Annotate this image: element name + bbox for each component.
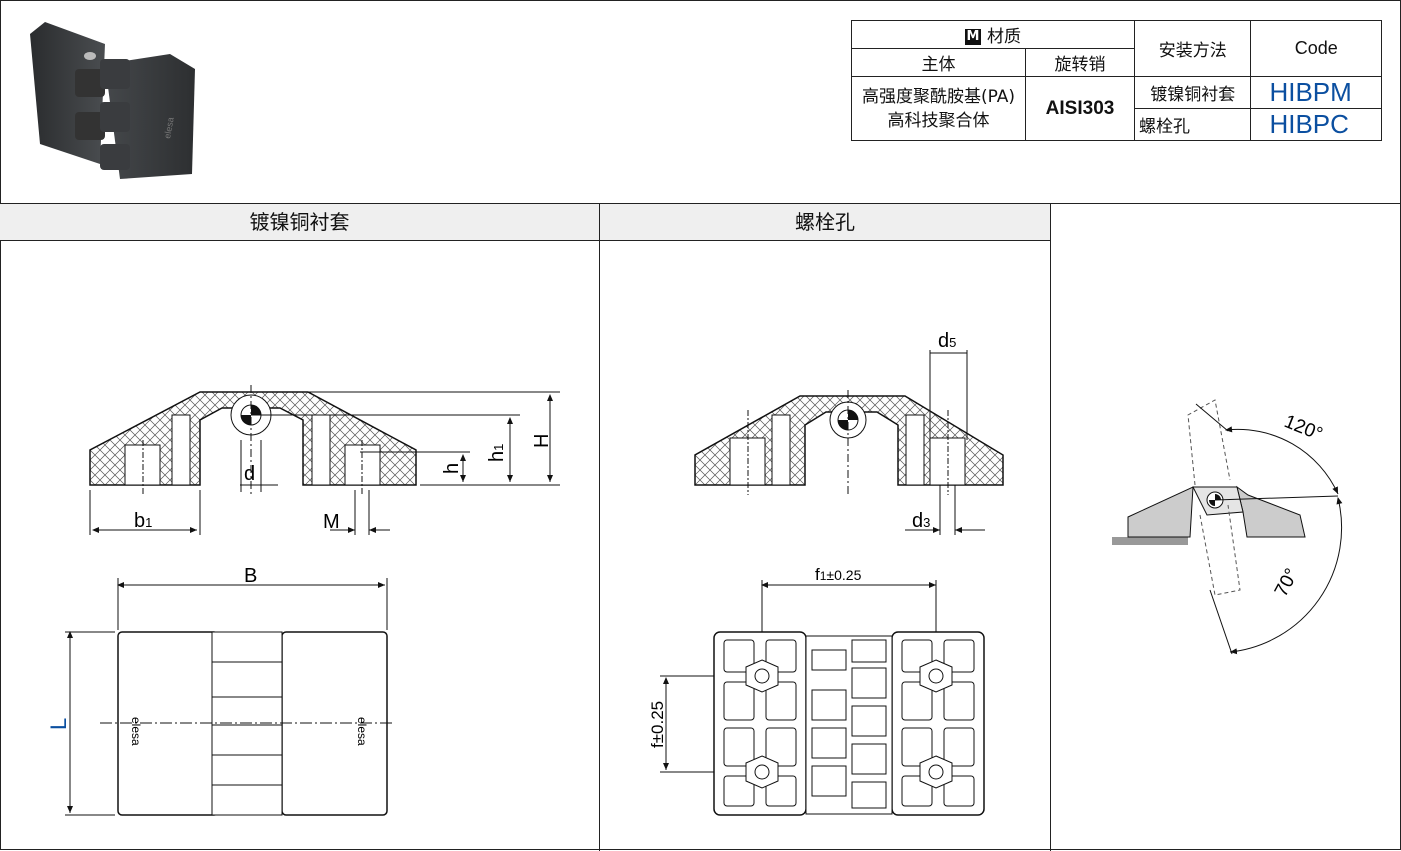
- dim-H: H: [531, 434, 553, 448]
- svg-text:elesa: elesa: [162, 116, 176, 139]
- dim-d3: d3: [912, 510, 930, 532]
- pin-material: AISI303: [1025, 76, 1135, 141]
- body-material: 高强度聚酰胺基(PA)高科技聚合体: [851, 76, 1026, 141]
- pin-header: 旋转销: [1025, 48, 1135, 77]
- angle-close: 70°: [1271, 565, 1303, 600]
- mid-section-view: [694, 350, 1004, 535]
- divider: [1050, 204, 1051, 851]
- logo-left: elesa: [129, 717, 143, 746]
- mount-row-2: 螺栓孔: [1133, 108, 1252, 141]
- angle-open: 120°: [1281, 411, 1325, 445]
- left-panel-title: 镀镍铜衬套: [0, 204, 599, 241]
- dim-B: B: [244, 565, 257, 587]
- mount-header: 安装方法: [1133, 20, 1252, 77]
- code-row-2[interactable]: HIBPC: [1250, 108, 1382, 141]
- dim-M: M: [323, 511, 340, 533]
- dim-f: f±0.25: [648, 701, 667, 748]
- left-plan-view: elesa elesa: [65, 578, 395, 816]
- angle-view: [1112, 399, 1343, 655]
- material-icon: M: [965, 29, 981, 45]
- dim-h1: h1: [486, 444, 508, 462]
- body-header: 主体: [851, 48, 1026, 77]
- mid-plan-view: [660, 580, 985, 816]
- material-header-cell: M 材质: [851, 20, 1135, 49]
- divider: [599, 204, 600, 851]
- dim-d5: d5: [938, 330, 956, 352]
- dim-L: L: [46, 718, 71, 730]
- logo-right: elesa: [355, 717, 369, 746]
- dim-f1: f1±0.25: [815, 565, 862, 584]
- product-photo: elesa: [30, 22, 195, 179]
- material-header: 材质: [987, 27, 1021, 47]
- mid-panel-title: 螺栓孔: [600, 204, 1050, 241]
- dim-b1: b1: [134, 510, 152, 532]
- dim-h: h: [441, 463, 463, 474]
- drawing-panel: 镀镍铜衬套 螺栓孔: [0, 203, 1401, 851]
- left-section-view: [89, 385, 560, 535]
- dim-d: d: [244, 463, 255, 485]
